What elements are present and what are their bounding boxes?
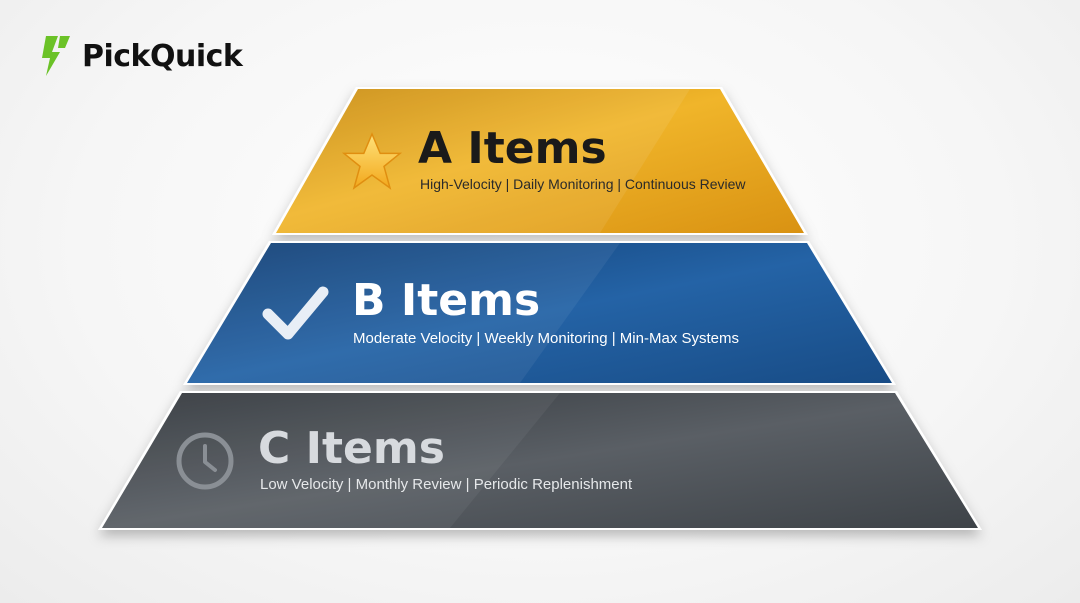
- tier-b-title: B Items: [352, 275, 540, 326]
- checkmark-icon: [262, 286, 329, 340]
- clock-icon: [176, 432, 234, 490]
- tier-c-items: C Items Low Velocity | Monthly Review | …: [98, 391, 982, 530]
- tier-a-title: A Items: [418, 123, 607, 174]
- tier-b-subtitle: Moderate Velocity | Weekly Monitoring | …: [353, 330, 739, 347]
- star-icon: [341, 132, 403, 190]
- lightning-bolt-icon: [42, 36, 70, 76]
- tier-a-items: A Items High-Velocity | Daily Monitoring…: [272, 87, 808, 235]
- tier-b-items: B Items Moderate Velocity | Weekly Monit…: [183, 241, 896, 385]
- brand-name: PickQuick: [82, 38, 243, 74]
- tier-a-subtitle: High-Velocity | Daily Monitoring | Conti…: [420, 176, 746, 192]
- brand-logo: PickQuick: [38, 34, 243, 78]
- tier-c-title: C Items: [258, 423, 445, 474]
- tier-c-subtitle: Low Velocity | Monthly Review | Periodic…: [260, 476, 633, 493]
